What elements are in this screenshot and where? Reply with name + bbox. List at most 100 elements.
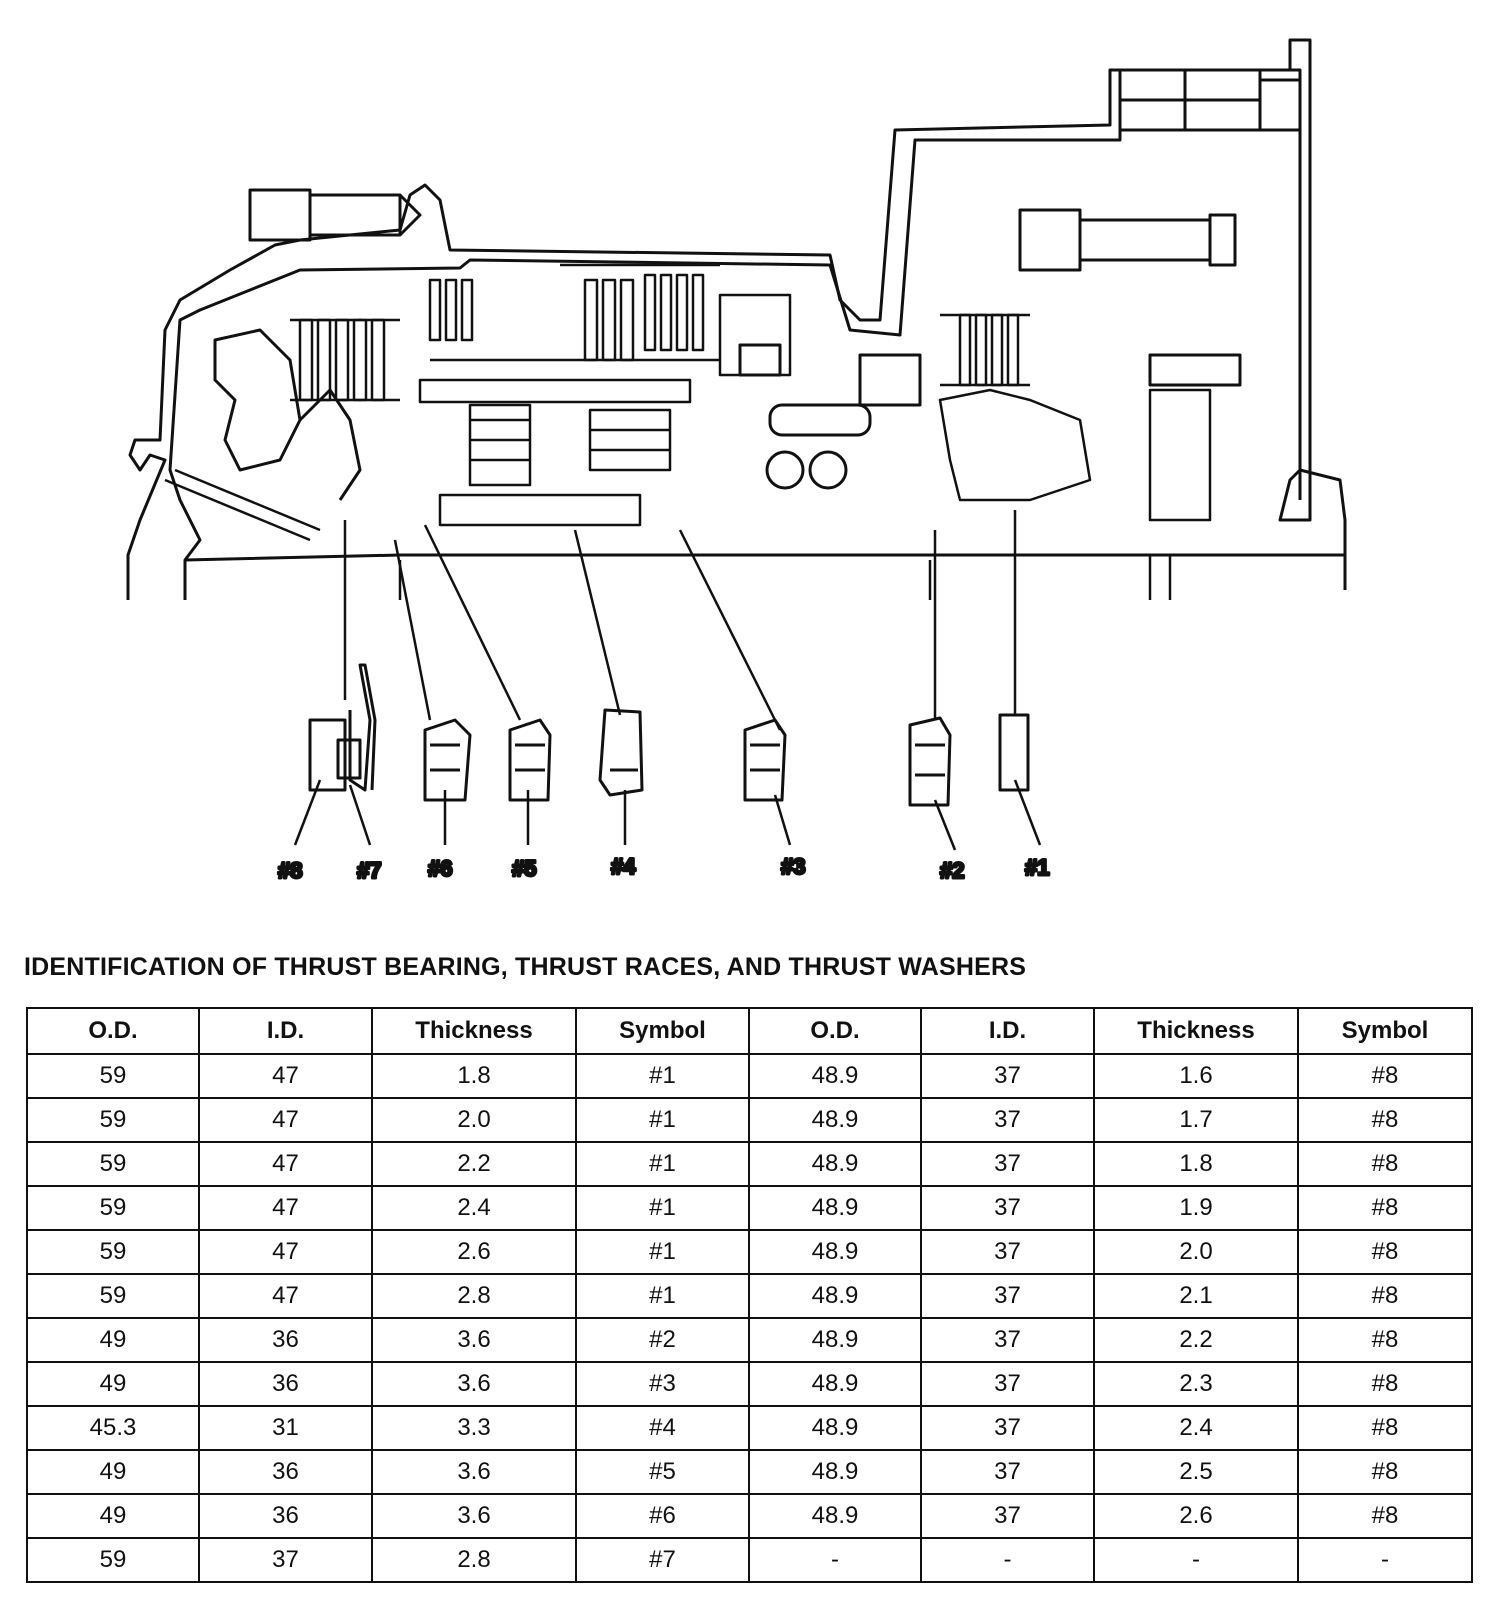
cell-symbol: #3: [575, 1361, 750, 1407]
clutch-pack-left: [290, 318, 400, 402]
cell-symbol: #1: [575, 1229, 750, 1275]
planetary-gearset: [418, 378, 692, 527]
header-id: I.D.: [198, 1007, 373, 1055]
cell-id-2: 37: [920, 1229, 1095, 1275]
cell-id: 36: [198, 1493, 373, 1539]
cell-symbol: #6: [575, 1493, 750, 1539]
cell-id: 31: [198, 1405, 373, 1451]
cell-id-2: 37: [920, 1361, 1095, 1407]
part-1: [998, 713, 1030, 792]
cell-id: 36: [198, 1449, 373, 1495]
cell-od-2: 48.9: [748, 1141, 922, 1187]
cell-od: 59: [26, 1229, 200, 1275]
header-od: O.D.: [26, 1007, 200, 1055]
cell-symbol-2: #8: [1297, 1229, 1473, 1275]
cell-id: 47: [198, 1229, 373, 1275]
cell-od: 59: [26, 1097, 200, 1143]
cell-od-2: -: [748, 1537, 922, 1583]
callout-7: #7: [357, 858, 381, 883]
cell-od: 49: [26, 1361, 200, 1407]
cell-symbol: #1: [575, 1141, 750, 1187]
part-5: [508, 718, 552, 802]
header-thickness-2: Thickness: [1093, 1007, 1299, 1055]
cell-symbol: #4: [575, 1405, 750, 1451]
cell-symbol: #2: [575, 1317, 750, 1363]
cell-id: 47: [198, 1185, 373, 1231]
cell-id: 47: [198, 1273, 373, 1319]
cell-symbol: #7: [575, 1537, 750, 1583]
cell-od: 49: [26, 1317, 200, 1363]
cell-symbol-2: #8: [1297, 1185, 1473, 1231]
cell-symbol: #1: [575, 1053, 750, 1099]
cell-symbol-2: #8: [1297, 1097, 1473, 1143]
cell-id-2: 37: [920, 1185, 1095, 1231]
cell-thickness: 3.6: [371, 1449, 577, 1495]
cell-od-2: 48.9: [748, 1053, 922, 1099]
cell-id: 37: [198, 1537, 373, 1583]
cell-thickness: 2.8: [371, 1537, 577, 1583]
cell-id-2: 37: [920, 1405, 1095, 1451]
thrust-bearing-table: O.D. I.D. Thickness Symbol O.D. I.D. Thi…: [26, 1007, 1473, 1583]
cell-thickness-2: 1.9: [1093, 1185, 1299, 1231]
cell-od-2: 48.9: [748, 1229, 922, 1275]
cell-id-2: 37: [920, 1493, 1095, 1539]
table-title: IDENTIFICATION OF THRUST BEARING, THRUST…: [24, 953, 1027, 981]
cell-od: 49: [26, 1493, 200, 1539]
cell-symbol-2: #8: [1297, 1361, 1473, 1407]
callout-3: #3: [781, 854, 805, 879]
cell-thickness: 2.8: [371, 1273, 577, 1319]
cell-od: 49: [26, 1449, 200, 1495]
cell-od-2: 48.9: [748, 1493, 922, 1539]
callout-2: #2: [940, 858, 964, 883]
callout-5: #5: [512, 856, 536, 881]
part-8: [308, 718, 347, 792]
cell-od: 59: [26, 1537, 200, 1583]
shaft-base: [184, 553, 1345, 562]
cell-symbol-2: #8: [1297, 1273, 1473, 1319]
cell-id-2: 37: [920, 1141, 1095, 1187]
cell-symbol-2: #8: [1297, 1405, 1473, 1451]
cell-od: 59: [26, 1185, 200, 1231]
cell-id: 47: [198, 1097, 373, 1143]
cell-od-2: 48.9: [748, 1185, 922, 1231]
clutch-pack-center: [428, 263, 720, 362]
cell-od: 59: [26, 1053, 200, 1099]
cell-od: 59: [26, 1141, 200, 1187]
cell-symbol-2: #8: [1297, 1141, 1473, 1187]
ball-left: [765, 450, 805, 490]
cell-od-2: 48.9: [748, 1361, 922, 1407]
header-thickness: Thickness: [371, 1007, 577, 1055]
cell-id-2: 37: [920, 1273, 1095, 1319]
cell-id-2: -: [920, 1537, 1095, 1583]
cell-id: 47: [198, 1053, 373, 1099]
cell-thickness-2: 2.2: [1093, 1317, 1299, 1363]
callout-6: #6: [428, 856, 452, 881]
cell-id: 36: [198, 1361, 373, 1407]
cell-thickness-2: 1.6: [1093, 1053, 1299, 1099]
cell-thickness: 2.0: [371, 1097, 577, 1143]
cell-thickness: 2.6: [371, 1229, 577, 1275]
cell-thickness-2: 2.1: [1093, 1273, 1299, 1319]
cell-thickness-2: 1.7: [1093, 1097, 1299, 1143]
table-header-row: O.D. I.D. Thickness Symbol O.D. I.D. Thi…: [26, 1007, 1473, 1055]
bolt-right-mid: [1018, 208, 1082, 272]
part-6: [423, 718, 472, 802]
housing-inner: [168, 78, 1302, 600]
cell-thickness: 3.6: [371, 1317, 577, 1363]
leader-lines: [343, 510, 1017, 731]
header-symbol: Symbol: [575, 1007, 750, 1055]
clutch-pack-right: [940, 313, 1030, 387]
cell-thickness-2: 2.6: [1093, 1493, 1299, 1539]
cell-symbol-2: #8: [1297, 1053, 1473, 1099]
